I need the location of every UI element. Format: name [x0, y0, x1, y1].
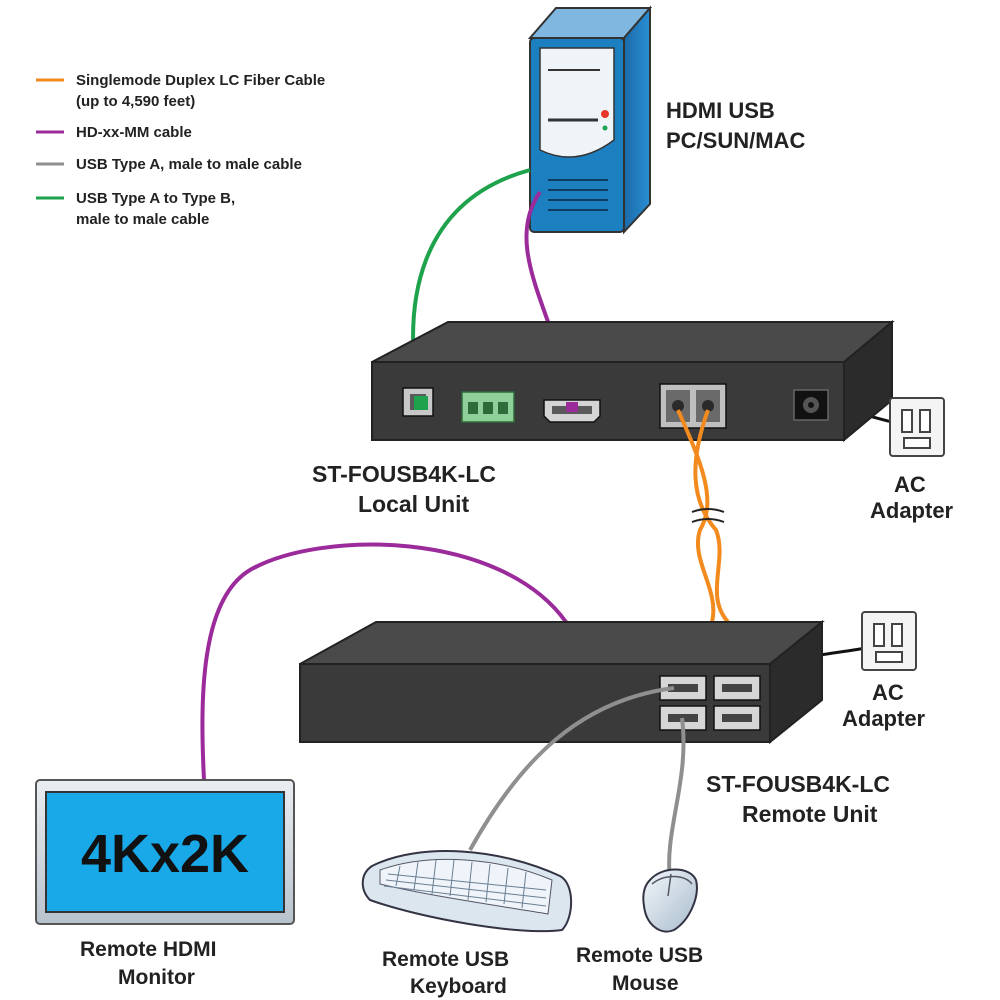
cable-usb-mouse	[667, 717, 686, 881]
ac-adapter-remote-label-line2: Adapter	[842, 706, 926, 731]
legend-label-hdmi: HD-xx-MM cable	[76, 124, 192, 141]
legend-label-fiber-line2: (up to 4,590 feet)	[76, 93, 195, 110]
legend: Singlemode Duplex LC Fiber Cable (up to …	[36, 72, 325, 228]
ac-adapter-local-icon	[889, 397, 945, 457]
legend-label-fiber-line1: Singlemode Duplex LC Fiber Cable	[76, 72, 325, 89]
mouse-icon	[642, 868, 698, 933]
monitor-icon	[35, 779, 295, 925]
ac-adapter-remote-label-line1: AC	[872, 680, 904, 705]
pc-label-line2: PC/SUN/MAC	[666, 128, 805, 153]
legend-item-fiber: Singlemode Duplex LC Fiber Cable (up to …	[36, 72, 325, 110]
legend-label-usb-aa: USB Type A, male to male cable	[76, 156, 302, 173]
legend-item-usb-aa: USB Type A, male to male cable	[36, 156, 302, 173]
keyboard-label-line1: Remote USB	[382, 948, 509, 971]
remote-unit-label-line1: ST-FOUSB4K-LC	[706, 771, 890, 797]
remote-unit-label-line2: Remote Unit	[742, 801, 878, 827]
pc-tower-icon	[527, 5, 653, 235]
ac-adapter-local-label-line1: AC	[894, 472, 926, 497]
remote-unit	[299, 619, 825, 745]
legend-label-usb-ab-line2: male to male cable	[76, 211, 209, 228]
legend-item-hdmi: HD-xx-MM cable	[36, 124, 192, 141]
mouse-label-line2: Mouse	[612, 972, 679, 995]
ac-adapter-remote-icon	[861, 611, 917, 671]
keyboard-icon	[361, 850, 573, 933]
local-unit-label-line2: Local Unit	[358, 491, 470, 517]
keyboard-label-line2: Keyboard	[410, 975, 507, 998]
monitor-screen	[45, 791, 285, 913]
cable-fiber	[676, 409, 730, 624]
cable-hdmi-remote	[200, 542, 568, 781]
monitor-label-line1: Remote HDMI	[80, 938, 217, 961]
local-unit	[371, 319, 895, 443]
local-unit-label-line1: ST-FOUSB4K-LC	[312, 461, 496, 487]
monitor-label-line2: Monitor	[118, 966, 195, 989]
legend-label-usb-ab-line1: USB Type A to Type B,	[76, 190, 235, 207]
pc-label-line1: HDMI USB	[666, 98, 775, 123]
monitor-screen-text: 4Kx2K	[81, 824, 249, 884]
cable-usb-keyboard	[468, 686, 675, 851]
ac-adapter-local-label-line2: Adapter	[870, 498, 954, 523]
mouse-label-line1: Remote USB	[576, 944, 703, 967]
legend-item-usb-ab: USB Type A to Type B, male to male cable	[36, 190, 235, 228]
cable-power-remote	[819, 646, 867, 657]
